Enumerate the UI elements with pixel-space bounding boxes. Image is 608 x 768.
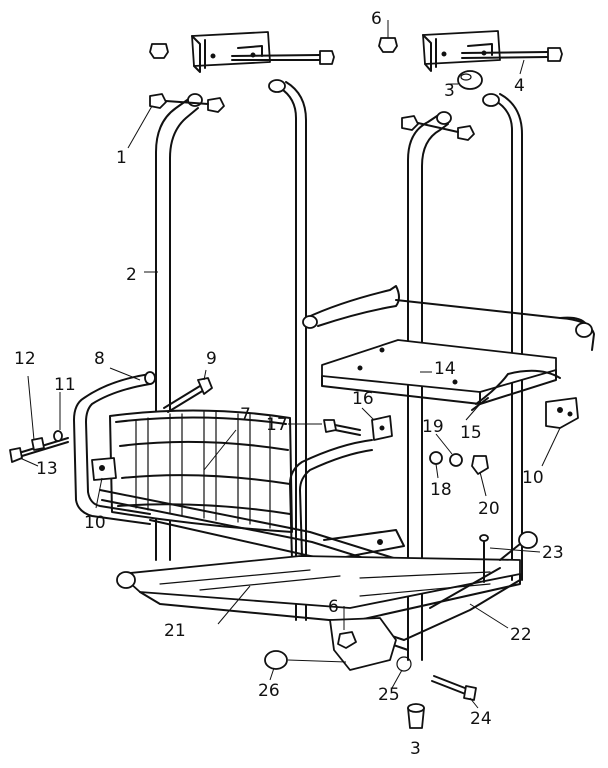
callout-4: 4 xyxy=(514,76,525,96)
bolt-24 xyxy=(431,675,477,701)
callout-26: 26 xyxy=(258,681,280,701)
callout-2: 2 xyxy=(126,265,137,285)
callout-20: 20 xyxy=(478,499,500,519)
end-cap-bottom xyxy=(407,703,425,729)
end-cap-top xyxy=(457,70,483,90)
top-bracket-right-bolt xyxy=(378,37,563,62)
leader-lines xyxy=(19,20,561,709)
callout-6-bottom: 6 xyxy=(328,597,339,617)
side-bracket-right xyxy=(545,397,579,429)
callout-22: 22 xyxy=(510,625,532,645)
bolt-17 xyxy=(323,419,361,436)
callout-10-right: 10 xyxy=(522,468,544,488)
callout-14: 14 xyxy=(434,359,456,379)
end-cap-26 xyxy=(264,650,347,670)
hanger-tube-right-front xyxy=(407,111,452,661)
seat-base-frame xyxy=(99,489,431,577)
callout-labels: 1 2 3 3 4 6 6 7 8 9 10 10 11 12 13 14 15… xyxy=(14,9,564,759)
pivot-nut-right xyxy=(401,115,475,141)
top-bracket-left-bolt xyxy=(149,43,335,65)
top-bracket-right xyxy=(422,30,501,72)
callout-24: 24 xyxy=(470,709,492,729)
bolt-9 xyxy=(163,377,213,413)
callout-21: 21 xyxy=(164,621,186,641)
callout-10-left: 10 xyxy=(84,513,106,533)
callout-12: 12 xyxy=(14,349,36,369)
rear-seat-frame xyxy=(302,285,595,351)
armrest-frame-left xyxy=(73,371,156,525)
callout-6-top: 6 xyxy=(371,9,382,29)
hanger-tube-right-rear xyxy=(482,93,523,581)
bracket-16 xyxy=(371,415,393,441)
washer-18-19 xyxy=(429,451,489,475)
top-bracket-left xyxy=(191,31,271,73)
callout-25: 25 xyxy=(378,685,400,705)
callout-23: 23 xyxy=(542,543,564,563)
seat-back-7 xyxy=(109,409,293,533)
hanger-tube-left-rear xyxy=(268,79,307,621)
callout-8: 8 xyxy=(94,349,105,369)
bottom-bracket-25 xyxy=(329,617,412,672)
callout-3-bottom: 3 xyxy=(410,739,421,759)
callout-19: 19 xyxy=(422,417,444,437)
callout-17: 17 xyxy=(266,415,288,435)
callout-15: 15 xyxy=(460,423,482,443)
callout-7: 7 xyxy=(240,405,251,425)
bolt-13-hardware xyxy=(9,430,69,463)
callout-13: 13 xyxy=(36,459,58,479)
side-bracket-left xyxy=(91,457,117,481)
callout-3-top: 3 xyxy=(444,81,455,101)
callout-18: 18 xyxy=(430,480,452,500)
pivot-nut-left xyxy=(149,93,225,113)
seat-pan-14 xyxy=(321,339,557,405)
callout-11: 11 xyxy=(54,375,76,395)
bolt-23 xyxy=(479,534,489,583)
callout-9: 9 xyxy=(206,349,217,369)
callout-1: 1 xyxy=(116,148,127,168)
callout-16: 16 xyxy=(352,389,374,409)
